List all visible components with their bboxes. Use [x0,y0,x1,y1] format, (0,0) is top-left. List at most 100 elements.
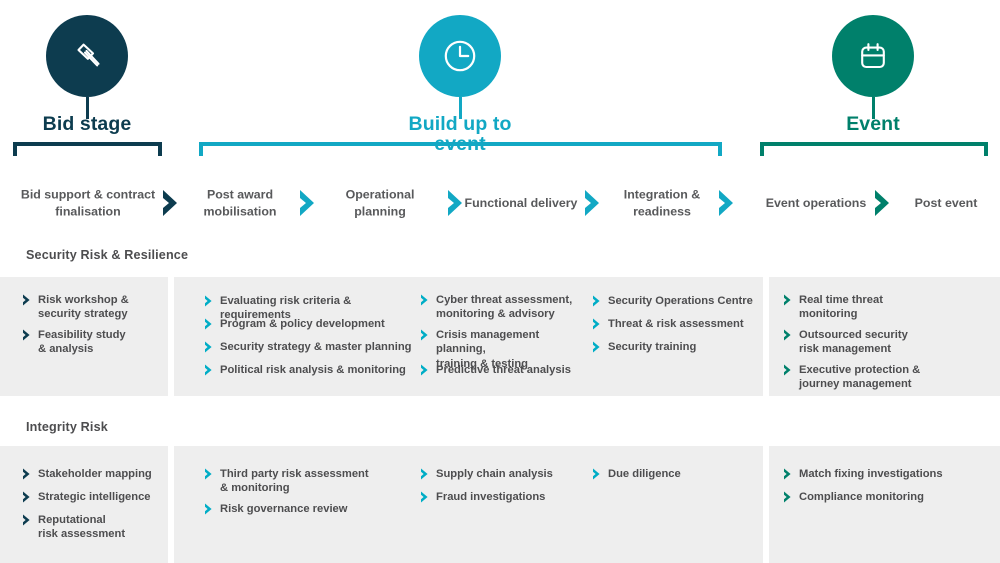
chevron-right-icon [593,468,600,480]
service-item[interactable]: Threat & risk assessment [592,317,757,331]
chevron-right-icon [23,468,30,480]
service-item[interactable]: Feasibility study & analysis [22,328,162,357]
service-label: Evaluating risk criteria & requirements [220,295,352,322]
section-panel-integrity-left [0,446,168,563]
gavel-icon [77,43,100,67]
phase-icon-circle-event [832,15,914,97]
service-item[interactable]: Executive protection & journey managemen… [783,363,943,392]
service-item[interactable]: Program & policy development [204,317,414,331]
section-panel-integrity-right [769,446,1000,563]
service-item[interactable]: Match fixing investigations [783,467,953,481]
phase-stem [458,97,462,119]
chevron-right-icon [23,514,30,526]
chevron-right-icon [784,491,791,503]
service-item[interactable]: Security Operations Centre [592,294,757,308]
service-label: Outsourced security risk management [799,329,908,356]
section-panel-security-mid [174,277,763,396]
chevron-right-icon [205,468,212,480]
phase-icon-circle-bid-stage [46,15,128,97]
bracket-tick [760,142,764,156]
chevron-right-icon [205,364,212,376]
section-label-integrity: Integrity Risk [26,420,108,434]
chevron-right-icon [719,190,733,216]
process-step[interactable]: Post award mobilisation [203,187,277,219]
chevron-right-icon [784,364,791,376]
service-label: Match fixing investigations [799,468,943,480]
bracket-tick [718,142,722,156]
phase-icon-circle-build-up [419,15,501,97]
chevron-right-icon [593,295,600,307]
service-item[interactable]: Strategic intelligence [22,490,162,504]
phase-title: Bid stage [42,113,132,135]
phase-head-build-up: Build up to event [385,15,535,154]
service-label: Crisis management planning, training & t… [436,329,540,370]
bracket-tick [199,142,203,156]
service-label: Cyber threat assessment, monitoring & ad… [436,294,573,321]
bracket-bar [760,142,988,146]
service-item[interactable]: Risk workshop & security strategy [22,293,162,322]
phase-stem [871,97,875,119]
section-panel-security-left [0,277,168,396]
chevron-right-icon [421,329,428,341]
chevron-right-icon [875,190,889,216]
service-item[interactable]: Due diligence [592,467,757,481]
phase-title: Event [846,113,900,135]
service-label: Threat & risk assessment [608,318,744,330]
chevron-right-icon [23,294,30,306]
service-item[interactable]: Supply chain analysis [420,467,585,481]
service-label: Feasibility study & analysis [38,329,126,356]
section-label-security: Security Risk & Resilience [26,248,189,262]
service-label: Risk governance review [220,503,348,515]
process-step[interactable]: Operational planning [345,187,415,219]
service-item[interactable]: Outsourced security risk management [783,328,943,357]
service-label: Security Operations Centre [608,295,753,307]
process-step[interactable]: Integration & readiness [623,187,701,219]
service-item[interactable]: Cyber threat assessment, monitoring & ad… [420,293,585,322]
chevron-right-icon [784,468,791,480]
service-item[interactable]: Political risk analysis & monitoring [204,363,414,377]
service-item[interactable]: Reputational risk assessment [22,513,162,542]
service-label: Third party risk assessment & monitoring [220,468,369,495]
phase-head-event: Event [802,15,944,135]
service-label: Political risk analysis & monitoring [220,364,406,376]
service-label: Compliance monitoring [799,491,924,503]
service-item[interactable]: Security strategy & master planning [204,340,414,354]
service-label: Fraud investigations [436,491,546,503]
service-item[interactable]: Real time threat monitoring [783,293,943,322]
service-item[interactable]: Predictive threat analysis [420,363,585,377]
process-step[interactable]: Functional delivery [464,195,578,210]
section-panel-security-right [769,277,1000,396]
service-label: Program & policy development [220,318,385,330]
service-item[interactable]: Stakeholder mapping [22,467,162,481]
phase-head-bid-stage: Bid stage [16,15,158,135]
service-label: Supply chain analysis [436,468,553,480]
chevron-right-icon [23,329,30,341]
chevron-right-icon [593,318,600,330]
service-item[interactable]: Risk governance review [204,502,404,516]
calendar-icon [861,43,885,69]
phase-bracket-build-up [199,142,722,156]
process-step[interactable]: Bid support & contract finalisation [20,187,156,219]
process-step[interactable]: Post event [914,195,978,210]
service-item[interactable]: Evaluating risk criteria & requirements [204,294,414,323]
service-item[interactable]: Third party risk assessment & monitoring [204,467,404,496]
service-label: Strategic intelligence [38,491,151,503]
phase-stem [85,97,89,119]
service-label: Reputational risk assessment [38,514,126,541]
service-item[interactable]: Security training [592,340,757,354]
process-step[interactable]: Event operations [765,195,867,210]
chevron-right-icon [421,364,428,376]
chevron-right-icon [300,190,314,216]
bracket-tick [13,142,17,156]
service-item[interactable]: Compliance monitoring [783,490,953,504]
service-item[interactable]: Fraud investigations [420,490,585,504]
chevron-right-icon [585,190,599,216]
service-item[interactable]: Crisis management planning, training & t… [420,328,585,371]
service-label: Executive protection & journey managemen… [799,364,921,391]
phase-bracket-event [760,142,988,156]
bracket-bar [13,142,162,146]
service-label: Security training [608,341,697,353]
clock-icon [444,40,476,72]
chevron-right-icon [205,341,212,353]
